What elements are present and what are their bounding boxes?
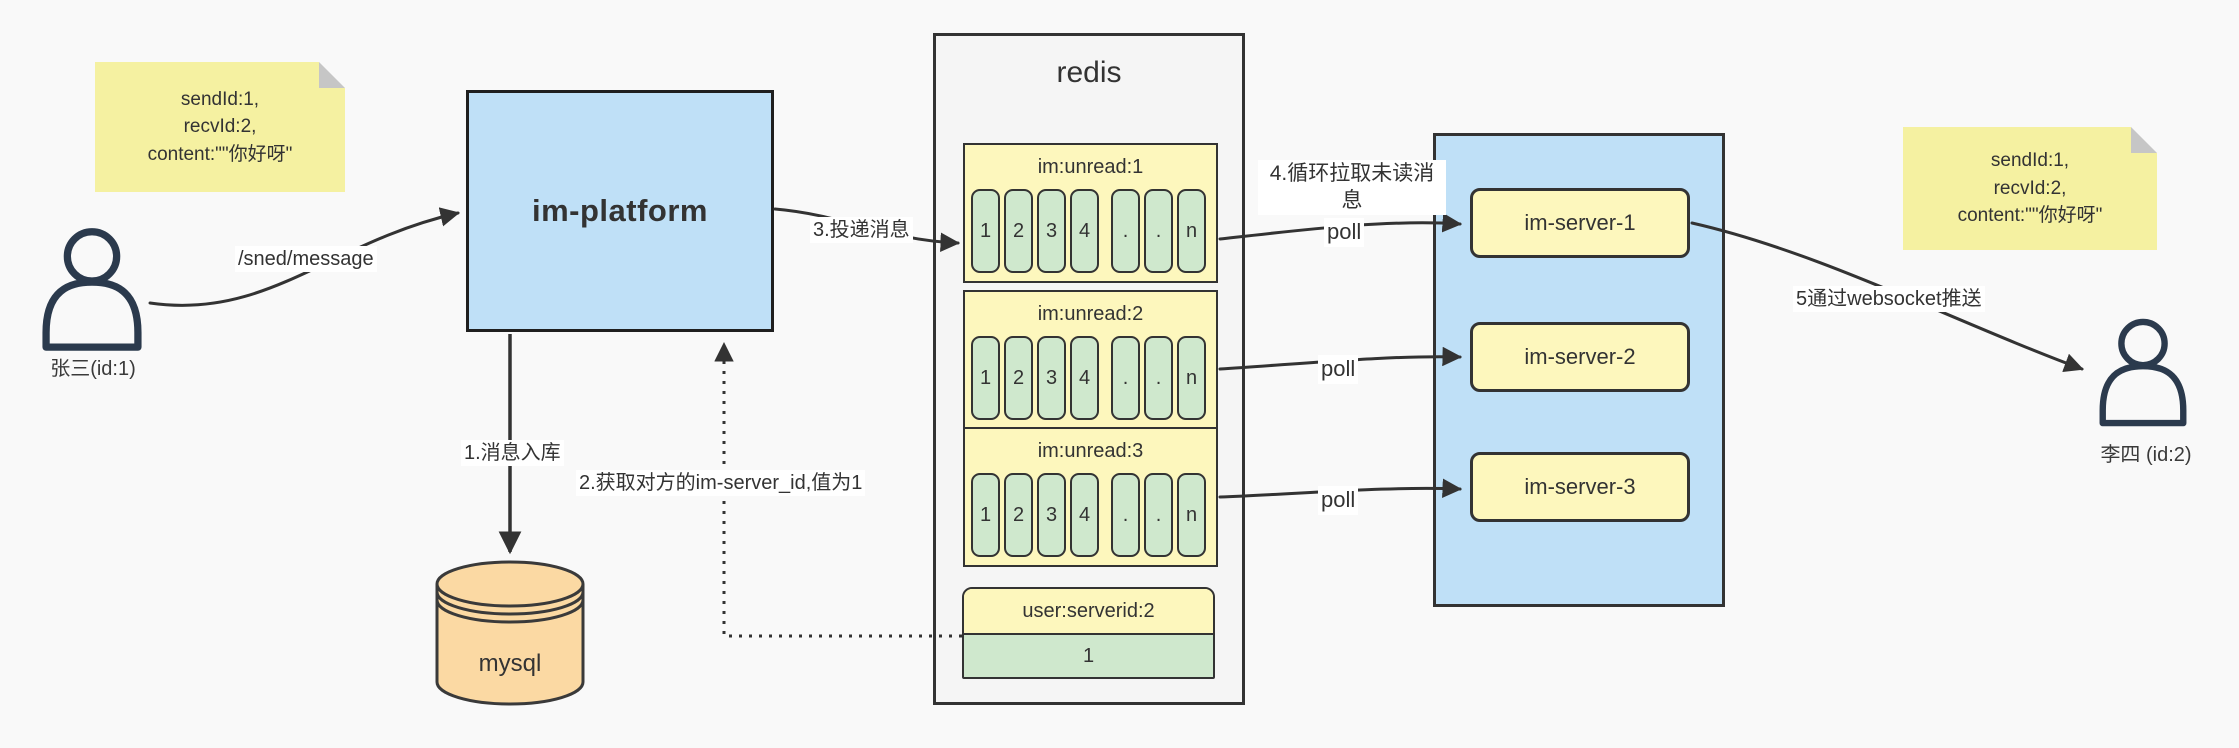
map-key: user:serverid:2 [964,589,1213,635]
queue-name: im:unread:3 [1037,440,1144,462]
user-serverid-map: user:serverid:2 1 [962,587,1215,679]
queue-cell: 4 [1070,473,1099,557]
user-icon-sender [36,226,148,354]
im-server-2-node: im-server-2 [1470,322,1690,392]
queue-cell: 1 [971,189,1000,273]
queue-cell: . [1111,336,1140,420]
queue-im-unread-3: im:unread:3 1 2 3 4 . . n [963,427,1218,567]
map-value: 1 [964,635,1213,677]
queue-cells: 1 2 3 4 . . n [965,189,1216,273]
im-platform-label: im-platform [532,193,708,228]
edge-label-step5: 5通过websocket推送 [1793,286,1985,312]
queue-cells: 1 2 3 4 . . n [965,473,1216,557]
note-line: sendId:1, [1990,150,2070,172]
sender-label: 张三(id:1) [50,358,136,380]
note-fold-icon [2131,127,2157,153]
queue-cell: 2 [1004,336,1033,420]
queue-cell: . [1144,473,1173,557]
edge-label-poll-2: poll [1318,355,1359,384]
user-icon-receiver [2090,318,2196,428]
note-fold-icon [319,62,345,88]
queue-name: im:unread:1 [1037,156,1144,178]
queue-im-unread-1: im:unread:1 1 2 3 4 . . n [963,143,1218,283]
queue-cell: n [1177,336,1206,420]
edge-label-send: /sned/message [235,246,377,272]
im-server-1-node: im-server-1 [1470,188,1690,258]
edge-label-step1: 1.消息入库 [461,440,564,466]
queue-cell: n [1177,473,1206,557]
note-line: recvId:2, [183,116,257,138]
receiver-label: 李四 (id:2) [2100,444,2192,466]
redis-title: redis [1056,56,1122,89]
edge-label-step3: 3.投递消息 [810,217,913,243]
queue-cell: 4 [1070,189,1099,273]
im-platform-node: im-platform [466,90,774,332]
queue-cell: . [1111,189,1140,273]
database-cylinder-icon [434,558,586,710]
queue-cell: 2 [1004,473,1033,557]
queue-cell: . [1111,473,1140,557]
queue-cell: 4 [1070,336,1099,420]
queue-cell: . [1144,336,1173,420]
queue-cell: 3 [1037,189,1066,273]
im-server-3-node: im-server-3 [1470,452,1690,522]
queue-cells: 1 2 3 4 . . n [965,336,1216,420]
im-server-2-label: im-server-2 [1524,344,1636,369]
edge-label-step4: 4.循环拉取未读消息 [1258,160,1446,215]
note-line: content:""你好呀" [1957,205,2103,227]
queue-cell: 2 [1004,189,1033,273]
note-line: content:""你好呀" [147,143,293,165]
im-server-3-label: im-server-3 [1524,474,1636,499]
queue-im-unread-2: im:unread:2 1 2 3 4 . . n [963,290,1218,430]
queue-cell: 3 [1037,473,1066,557]
sticky-note-left: sendId:1, recvId:2, content:""你好呀" [95,62,345,192]
queue-cell: 3 [1037,336,1066,420]
im-server-1-label: im-server-1 [1524,210,1636,235]
sticky-note-right: sendId:1, recvId:2, content:""你好呀" [1903,127,2157,250]
queue-cell: . [1144,189,1173,273]
queue-cell: 1 [971,473,1000,557]
note-line: recvId:2, [1993,177,2067,199]
edge-label-poll-1: poll [1324,218,1365,247]
note-line: sendId:1, [180,88,260,110]
edge-label-poll-3: poll [1318,486,1359,515]
mysql-label: mysql [478,650,542,677]
queue-name: im:unread:2 [1037,303,1144,325]
edge-label-step2: 2.获取对方的im-server_id,值为1 [576,470,866,496]
queue-cell: 1 [971,336,1000,420]
queue-cell: n [1177,189,1206,273]
